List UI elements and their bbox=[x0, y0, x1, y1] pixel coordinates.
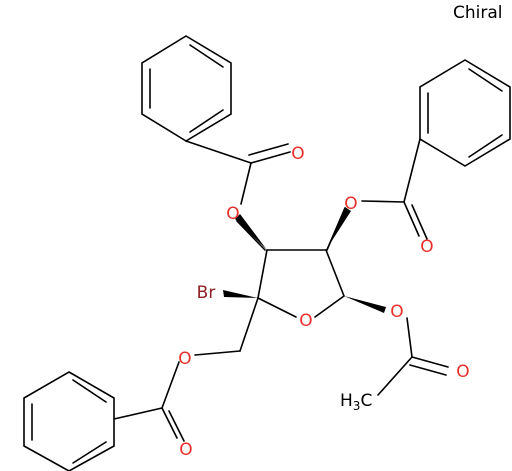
furanose-ring bbox=[257, 249, 345, 318]
bond bbox=[240, 162, 252, 205]
benzene-ring-top-right bbox=[419, 59, 511, 167]
bond bbox=[403, 138, 421, 203]
methyl-c: C bbox=[360, 391, 372, 411]
bond bbox=[185, 140, 252, 164]
bond bbox=[406, 317, 413, 358]
bond bbox=[411, 204, 428, 240]
methyl-subscript: 3 bbox=[353, 399, 361, 413]
atom-oxygen-ch2-carbonyl: O bbox=[179, 440, 192, 460]
atom-oxygen-top-right-carbonyl: O bbox=[420, 237, 433, 257]
atom-oxygen-ring: O bbox=[299, 311, 312, 331]
atom-oxygen-acetyl-carbonyl: O bbox=[456, 362, 469, 382]
bond bbox=[403, 201, 420, 237]
bond bbox=[161, 407, 178, 439]
wedge-bond bbox=[235, 214, 267, 250]
atom-oxygen-top-left-carbonyl: O bbox=[291, 144, 304, 164]
bond bbox=[239, 297, 259, 352]
atom-oxygen-acetyl: O bbox=[390, 302, 403, 322]
methyl-group: H3C bbox=[340, 391, 372, 413]
bond bbox=[161, 361, 180, 409]
wedge-bond bbox=[223, 290, 258, 298]
atom-oxygen-ch2: O bbox=[178, 349, 191, 369]
atom-bromine: Br bbox=[197, 283, 216, 303]
bond bbox=[411, 356, 449, 368]
bond bbox=[409, 364, 447, 376]
benzene-ring-top-left bbox=[141, 35, 232, 142]
bond bbox=[377, 356, 413, 396]
bond bbox=[236, 220, 266, 251]
bond bbox=[361, 200, 405, 203]
atom-oxygen-top-left: O bbox=[226, 204, 239, 224]
benzene-ring-bottom-left bbox=[23, 371, 115, 471]
atom-oxygen-top-right: O bbox=[344, 194, 357, 214]
bond bbox=[194, 350, 241, 356]
wedge-bond bbox=[326, 207, 351, 250]
bond bbox=[248, 143, 289, 156]
wedge-bond bbox=[344, 296, 386, 313]
chiral-label: Chiral bbox=[453, 3, 503, 23]
bond bbox=[113, 407, 163, 420]
methyl-h: H bbox=[340, 391, 353, 411]
bond bbox=[250, 151, 291, 164]
bond bbox=[168, 410, 185, 442]
